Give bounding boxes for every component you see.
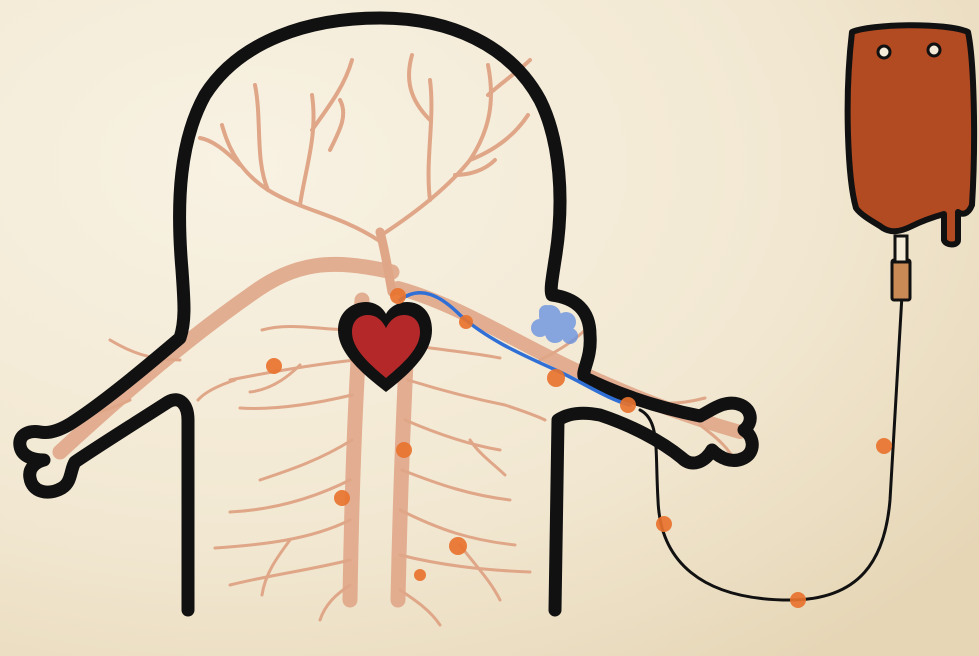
dot-icon [620, 397, 636, 413]
dot-icon [334, 490, 350, 506]
iv-spike [895, 236, 907, 262]
dot-icon [876, 438, 892, 454]
iv-bag-hang-hole-left [878, 46, 890, 58]
dot-icon [266, 358, 282, 374]
dot-icon [547, 369, 565, 387]
dot-icon [449, 537, 467, 555]
iv-drip-connector [892, 260, 910, 300]
iv-bag-hang-hole-right [928, 44, 940, 56]
dot-icon [396, 442, 412, 458]
dot-icon [390, 288, 406, 304]
iv-bag-icon [848, 25, 974, 244]
dot-icon [656, 516, 672, 532]
dot-icon [414, 569, 426, 581]
dot-icon [790, 592, 806, 608]
dot-icon [459, 315, 473, 329]
